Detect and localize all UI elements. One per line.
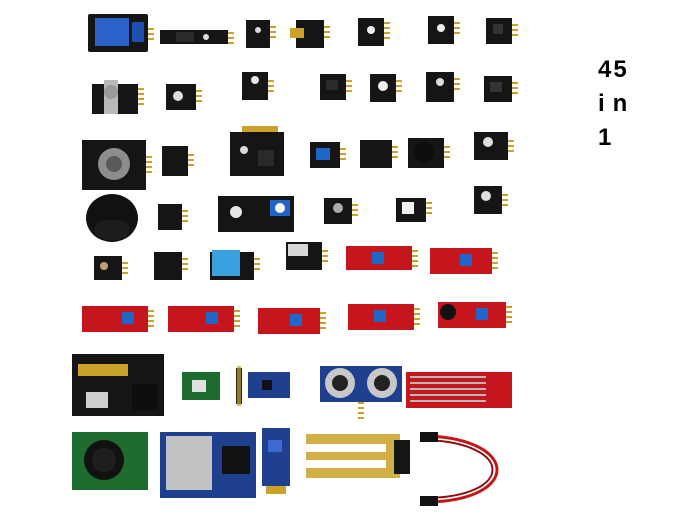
joystick-cap (86, 194, 138, 242)
sensor-board-r4-5 (396, 198, 432, 222)
rotary-encoder-module (92, 80, 144, 114)
sensor-board-r1-7 (486, 18, 518, 44)
water-level-sensor (406, 372, 512, 408)
sd-card-module (160, 432, 256, 498)
sensor-board-r3-7 (474, 132, 514, 160)
sensor-board-r3-5 (360, 140, 398, 168)
dupont-jumper-wire (420, 432, 499, 506)
red-sensor-board-r5-5 (346, 246, 418, 270)
soil-moisture-probe (306, 434, 410, 478)
caption-line-3: 1 (598, 124, 614, 151)
led-module-r1-6 (428, 16, 460, 44)
dht11-module (210, 250, 260, 280)
pin-header-strip (236, 366, 242, 406)
breadboard-power-module (72, 354, 164, 416)
red-sensor-board-r6-2 (168, 306, 240, 332)
potentiometer-module (310, 142, 346, 168)
sensor-board-r2-6 (426, 72, 460, 102)
sensor-board-r1-3 (246, 20, 276, 48)
sensor-board-r4-4 (324, 198, 358, 224)
red-sensor-board-r5-6 (430, 248, 498, 274)
sensor-board-r4-2 (158, 204, 188, 230)
relay-module (88, 14, 154, 52)
blue-sensor-board (248, 372, 290, 398)
sensor-board-r2-4 (320, 74, 352, 100)
green-sensor-board (182, 372, 220, 400)
blue-sensor-module-vertical (262, 428, 290, 494)
ultrasonic-sensor-module (320, 366, 402, 419)
sensor-board-r2-2 (166, 84, 202, 110)
caption-line-2: in (598, 90, 636, 117)
caption-line-1: 45 (598, 56, 629, 83)
sound-sensor-red-module (438, 302, 512, 328)
sensor-board-r2-3 (242, 72, 274, 100)
sensor-board-r2-5 (370, 74, 402, 102)
sensor-board-r3-2 (162, 146, 194, 176)
buzzer-module (408, 138, 450, 168)
photoresistor-module (94, 256, 128, 280)
red-sensor-board-r6-3 (258, 308, 326, 334)
red-sensor-board-r6-1 (82, 306, 154, 332)
sound-sensor-module (218, 196, 294, 232)
ir-obstacle-module (160, 30, 234, 44)
rtc-module (72, 432, 148, 490)
sensor-board-r4-6 (474, 186, 508, 214)
sensor-board-r2-7 (484, 76, 518, 102)
laser-module (290, 20, 330, 48)
red-sensor-board-r6-4 (348, 304, 420, 330)
sensor-board-r5-2 (154, 252, 188, 280)
joystick-base-module (82, 140, 152, 190)
rgb-led-module (358, 18, 390, 46)
flame-sensor-module (230, 126, 284, 176)
tilt-switch-module (286, 242, 328, 270)
